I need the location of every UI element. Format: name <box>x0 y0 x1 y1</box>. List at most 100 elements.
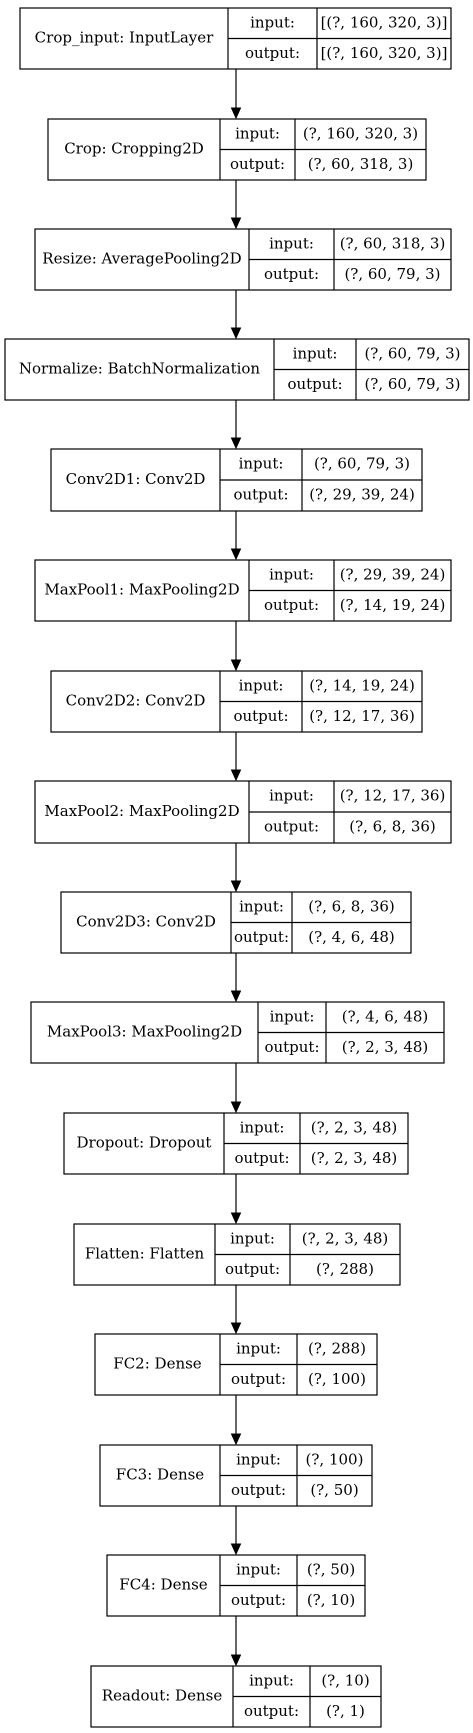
layer-node-maxpool1: MaxPool1: MaxPooling2D input: output: (?, 2… <box>34 559 452 622</box>
input-label: input: <box>235 124 280 142</box>
arrowhead-icon <box>230 1101 242 1114</box>
input-shape: (?, 60, 79, 3) <box>364 344 460 362</box>
output-shape: [(?, 160, 320, 3)] <box>321 44 448 62</box>
output-shape: (?, 29, 39, 24) <box>309 486 415 504</box>
output-label: output: <box>225 1260 280 1278</box>
arrowhead-icon <box>230 990 242 1003</box>
flow-arrow <box>230 843 242 893</box>
output-label: output: <box>264 1038 319 1056</box>
input-shape: (?, 160, 320, 3) <box>303 124 418 142</box>
layer-title: Normalize: BatchNormalization <box>19 360 261 378</box>
output-shape: (?, 6, 8, 36) <box>349 818 436 836</box>
arrowhead-icon <box>230 769 242 782</box>
input-shape: (?, 100) <box>306 1450 364 1468</box>
input-shape: (?, 29, 39, 24) <box>340 565 446 583</box>
layer-title: Dropout: Dropout <box>77 1134 212 1152</box>
input-shape: (?, 6, 8, 36) <box>308 897 395 915</box>
flow-arrow <box>230 290 242 340</box>
layer-title: Conv2D2: Conv2D <box>66 692 206 710</box>
output-label: output: <box>231 1591 286 1609</box>
layer-title: Crop: Cropping2D <box>64 140 204 158</box>
layer-title: Conv2D1: Conv2D <box>66 470 206 488</box>
flow-arrow <box>230 69 242 120</box>
layer-title: Flatten: Flatten <box>85 1245 205 1263</box>
arrowhead-icon <box>230 107 242 120</box>
flow-arrow <box>230 732 242 782</box>
output-shape: (?, 1) <box>326 1702 365 1720</box>
flow-arrow <box>230 1285 242 1335</box>
output-label: output: <box>233 486 288 504</box>
output-label: output: <box>234 928 289 946</box>
layer-title: Crop_input: InputLayer <box>35 29 214 47</box>
layer-title: MaxPool1: MaxPooling2D <box>44 581 239 599</box>
input-shape: (?, 14, 19, 24) <box>309 676 415 694</box>
flow-arrow <box>230 1395 242 1446</box>
input-shape: (?, 2, 3, 48) <box>311 1118 398 1136</box>
output-shape: (?, 2, 3, 48) <box>311 1149 398 1167</box>
output-shape: (?, 10) <box>307 1591 355 1609</box>
input-label: input: <box>269 234 314 252</box>
input-label: input: <box>250 13 295 31</box>
output-shape: (?, 60, 79, 3) <box>344 265 440 283</box>
input-label: input: <box>236 1560 281 1578</box>
input-label: input: <box>270 1007 315 1025</box>
input-label: input: <box>239 455 284 473</box>
layer-title: MaxPool3: MaxPooling2D <box>47 1023 242 1041</box>
layer-node-flatten: Flatten: Flatten input: output: (?, 2, 3, 4… <box>73 1223 401 1286</box>
flow-arrow <box>230 1616 242 1667</box>
layer-node-maxpool3: MaxPool3: MaxPooling2D input: output: (?, 4… <box>30 1001 445 1064</box>
layer-node-normalize: Normalize: BatchNormalizationinput:outpu… <box>4 338 470 401</box>
layer-title: FC3: Dense <box>116 1466 205 1484</box>
output-label: output: <box>245 44 300 62</box>
arrowhead-icon <box>230 217 242 230</box>
arrowhead-icon <box>230 437 242 450</box>
layer-title: FC4: Dense <box>119 1576 208 1594</box>
flow-arrow <box>230 1063 242 1114</box>
arrowhead-icon <box>230 548 242 561</box>
layer-node-fc3: FC3: Dense input: output: (?, 100) (?, 50) <box>99 1444 373 1507</box>
flow-arrow <box>230 1506 242 1556</box>
arrowhead-icon <box>230 659 242 672</box>
layer-title: Resize: AveragePooling2D <box>42 250 241 268</box>
input-shape: (?, 4, 6, 48) <box>342 1007 429 1025</box>
flow-arrow <box>230 511 242 561</box>
input-shape: (?, 2, 3, 48) <box>302 1229 389 1247</box>
input-label: input: <box>269 565 314 583</box>
input-label: input: <box>230 1229 275 1247</box>
flow-arrow <box>230 621 242 672</box>
output-shape: (?, 100) <box>308 1370 366 1388</box>
flow-arrow <box>230 180 242 230</box>
output-label: output: <box>233 707 288 725</box>
layer-node-resize: Resize: AveragePooling2D input: output: (?,… <box>34 228 452 291</box>
input-label: input: <box>236 1450 281 1468</box>
input-shape: (?, 50) <box>307 1560 355 1578</box>
flow-arrow <box>230 953 242 1003</box>
arrowhead-icon <box>230 1433 242 1446</box>
flow-arrow <box>230 400 242 450</box>
output-shape: (?, 60, 79, 3) <box>364 375 460 393</box>
output-shape: (?, 14, 19, 24) <box>340 596 446 614</box>
input-label: input: <box>249 1671 294 1689</box>
arrowhead-icon <box>230 327 242 340</box>
output-shape: (?, 288) <box>316 1260 374 1278</box>
output-shape: (?, 50) <box>310 1481 358 1499</box>
input-shape: (?, 12, 17, 36) <box>340 787 446 805</box>
layer-title: Conv2D3: Conv2D <box>76 913 216 931</box>
output-label: output: <box>231 1481 286 1499</box>
output-label: output: <box>264 265 319 283</box>
output-shape: (?, 60, 318, 3) <box>308 155 414 173</box>
arrowhead-icon <box>230 880 242 893</box>
input-shape: (?, 10) <box>321 1671 369 1689</box>
arrowhead-icon <box>230 1543 242 1556</box>
input-label: input: <box>293 344 338 362</box>
output-label: output: <box>264 596 319 614</box>
layer-title: MaxPool2: MaxPooling2D <box>44 802 239 820</box>
input-shape: (?, 60, 318, 3) <box>340 234 446 252</box>
